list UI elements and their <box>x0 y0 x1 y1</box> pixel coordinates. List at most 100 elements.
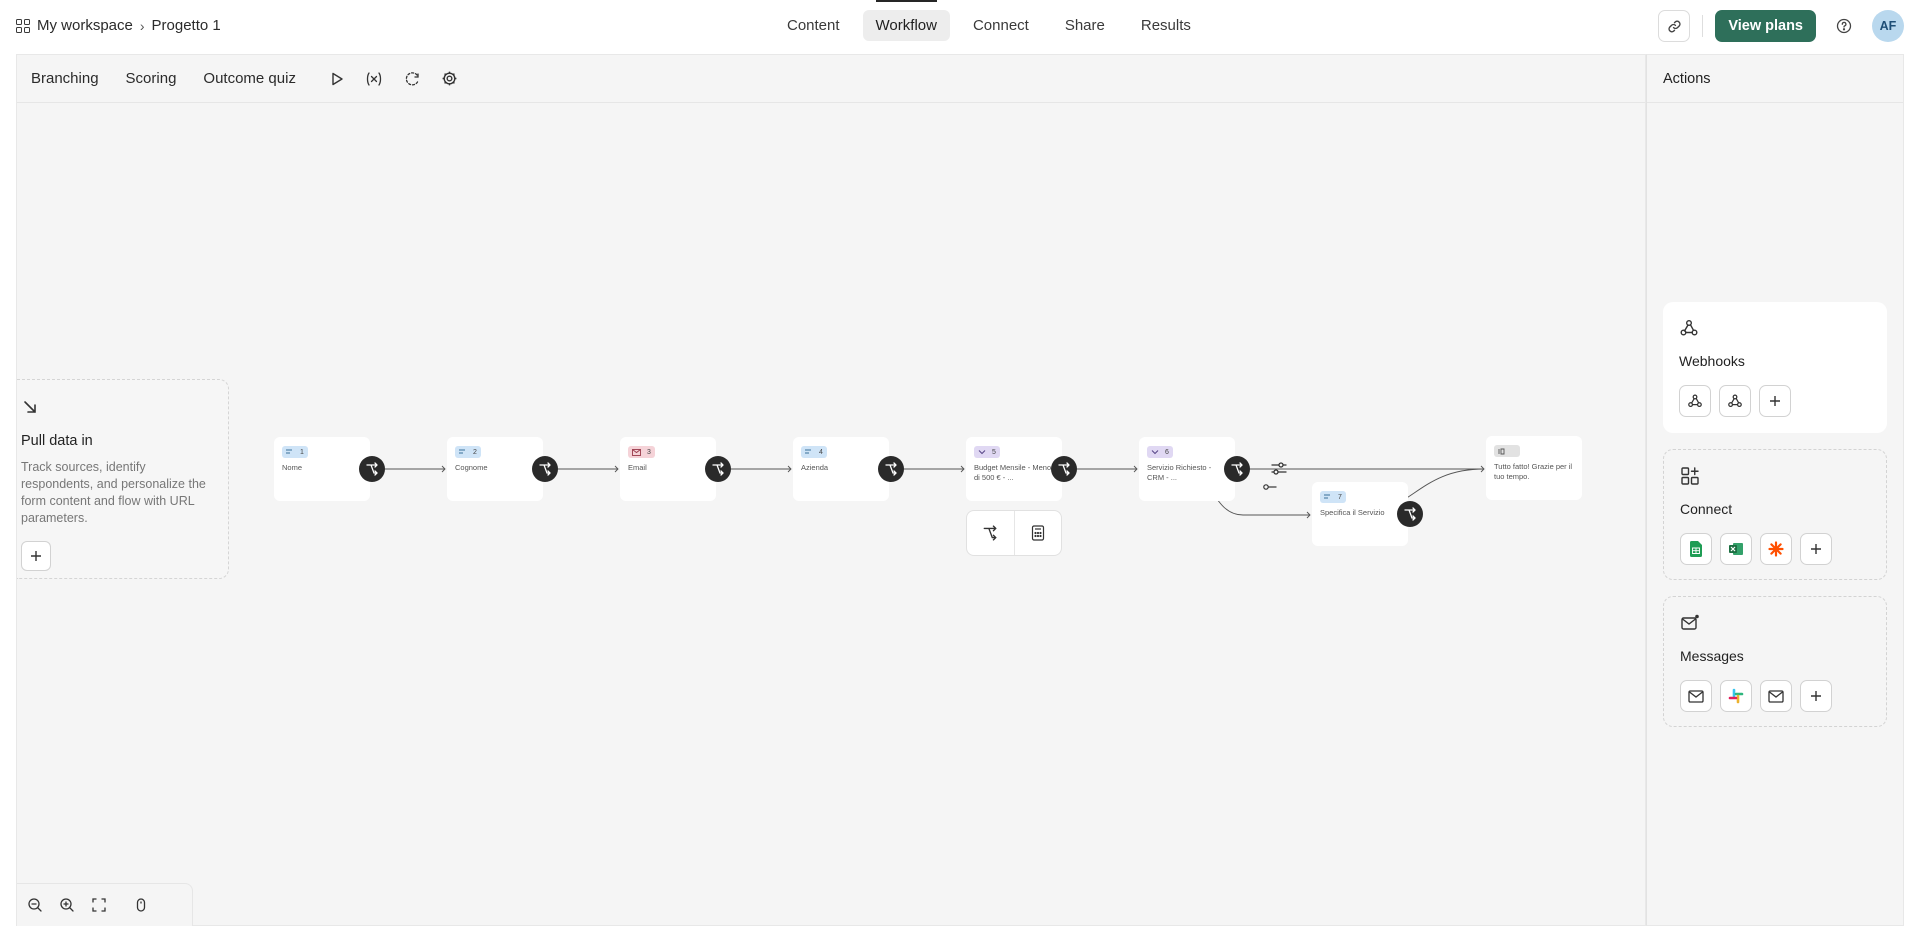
add-url-parameter-button[interactable] <box>21 541 51 571</box>
plus-icon <box>1770 396 1780 406</box>
slack-button[interactable] <box>1720 680 1752 712</box>
webhook-button[interactable] <box>1719 385 1751 417</box>
node-number: 7 <box>1338 493 1342 501</box>
node-title: Cognome <box>455 463 488 472</box>
tab-workflow[interactable]: Workflow <box>862 0 950 41</box>
outcome-quiz-button[interactable]: Outcome quiz <box>203 70 296 87</box>
google-sheets-button[interactable] <box>1680 533 1712 565</box>
node-title: Nome <box>282 463 303 472</box>
zoom-in-icon[interactable] <box>59 897 75 913</box>
pull-data-description: Track sources, identify respondents, and… <box>21 460 206 525</box>
gear-icon[interactable] <box>441 70 458 87</box>
node-azienda[interactable]: 4 Azienda <box>793 437 889 501</box>
logic-loop-icon[interactable] <box>403 71 421 87</box>
apps-grid-icon[interactable] <box>16 18 30 33</box>
node-number: 5 <box>992 448 996 456</box>
short-text-icon <box>286 449 292 454</box>
node-number: 4 <box>819 448 823 456</box>
short-text-icon <box>805 449 811 454</box>
pull-data-title: Pull data in <box>21 433 93 449</box>
workflow-canvas[interactable]: Branching Scoring Outcome quiz Pull data… <box>16 54 1646 926</box>
node-specifica-servizio[interactable]: 7 Specifica il Servizio <box>1312 482 1408 546</box>
fit-screen-icon[interactable] <box>91 897 107 913</box>
node-title: Email <box>628 463 647 472</box>
zapier-button[interactable] <box>1760 533 1792 565</box>
branch-dot-icon <box>1263 484 1277 490</box>
node-number: 2 <box>473 448 477 456</box>
node-badge <box>1494 445 1520 457</box>
branch-icon <box>1231 462 1243 476</box>
node-nome[interactable]: 1 Nome <box>274 437 370 501</box>
header-actions: View plans AF <box>1658 10 1904 42</box>
envelope-icon <box>1688 689 1704 703</box>
email-button[interactable] <box>1760 680 1792 712</box>
variables-icon[interactable] <box>365 71 383 87</box>
node-title: Azienda <box>801 463 829 472</box>
branching-button[interactable]: Branching <box>31 70 99 87</box>
link-icon <box>1668 20 1681 32</box>
tab-connect[interactable]: Connect <box>972 17 1029 34</box>
node-budget-mensile[interactable]: 5 Budget Mensile - Meno di 500 € - ... <box>966 437 1062 501</box>
zoom-out-icon[interactable] <box>27 897 43 913</box>
copy-link-button[interactable] <box>1658 10 1691 42</box>
messages-card: Messages <box>1663 596 1887 727</box>
view-plans-button[interactable]: View plans <box>1715 10 1816 42</box>
node-title: Budget Mensile - Meno di 500 € - ... <box>974 463 1052 482</box>
webhooks-actions <box>1679 385 1871 417</box>
menu-divider <box>1013 511 1015 555</box>
scoring-button[interactable]: Scoring <box>125 70 177 87</box>
excel-button[interactable] <box>1720 533 1752 565</box>
node-number: 1 <box>300 448 304 456</box>
avatar[interactable]: AF <box>1872 10 1904 42</box>
breadcrumb: My workspace › Progetto 1 <box>16 17 221 34</box>
node-branch-button[interactable] <box>1397 501 1423 527</box>
add-webhook-button[interactable] <box>1759 385 1791 417</box>
node-branch-button[interactable] <box>359 456 385 482</box>
node-branch-button[interactable] <box>878 456 904 482</box>
node-cognome[interactable]: 2 Cognome <box>447 437 543 501</box>
webhooks-title: Webhooks <box>1679 353 1745 369</box>
toolbar-icon-group <box>329 70 458 87</box>
add-message-button[interactable] <box>1800 680 1832 712</box>
envelope-icon <box>632 448 641 456</box>
zoom-controls <box>17 883 193 926</box>
mouse-icon[interactable] <box>133 897 149 913</box>
node-number: 6 <box>1165 448 1169 456</box>
plus-icon <box>1811 691 1821 701</box>
add-branch-button[interactable] <box>967 511 1014 555</box>
play-icon[interactable] <box>329 71 345 87</box>
zapier-icon <box>1768 541 1784 557</box>
short-text-icon <box>1324 494 1330 499</box>
condition-filter-icon[interactable] <box>1270 461 1288 477</box>
plus-icon <box>31 551 41 561</box>
node-badge: 2 <box>455 446 481 458</box>
node-branch-button[interactable] <box>1051 456 1077 482</box>
apps-add-icon <box>1681 467 1699 485</box>
add-integration-button[interactable] <box>1800 533 1832 565</box>
branch-icon <box>983 525 997 541</box>
email-notification-button[interactable] <box>1680 680 1712 712</box>
actions-panel: Actions Webhooks Connect Messages <box>1646 54 1904 926</box>
node-badge: 4 <box>801 446 827 458</box>
breadcrumb-project[interactable]: Progetto 1 <box>151 17 221 34</box>
breadcrumb-workspace[interactable]: My workspace <box>37 17 133 34</box>
tab-results[interactable]: Results <box>1140 17 1191 34</box>
node-servizio-richiesto[interactable]: 6 Servizio Richiesto - CRM - ... <box>1139 437 1235 501</box>
node-branch-button[interactable] <box>1224 456 1250 482</box>
tab-content[interactable]: Content <box>787 17 840 34</box>
webhook-icon <box>1728 394 1742 408</box>
webhook-button[interactable] <box>1679 385 1711 417</box>
top-bar: My workspace › Progetto 1 Content Workfl… <box>0 0 1918 52</box>
excel-icon <box>1729 543 1743 555</box>
help-button[interactable] <box>1828 10 1860 42</box>
node-email[interactable]: 3 Email <box>620 437 716 501</box>
arrow-down-right-icon <box>24 401 36 413</box>
node-ending-screen[interactable]: Tutto fatto! Grazie per il tuo tempo. <box>1486 436 1582 500</box>
node-branch-button[interactable] <box>532 456 558 482</box>
node-badge: 1 <box>282 446 308 458</box>
branch-icon <box>539 462 551 476</box>
tab-share[interactable]: Share <box>1064 17 1105 34</box>
branch-icon <box>1058 462 1070 476</box>
add-calculation-button[interactable] <box>1015 511 1062 555</box>
node-branch-button[interactable] <box>705 456 731 482</box>
